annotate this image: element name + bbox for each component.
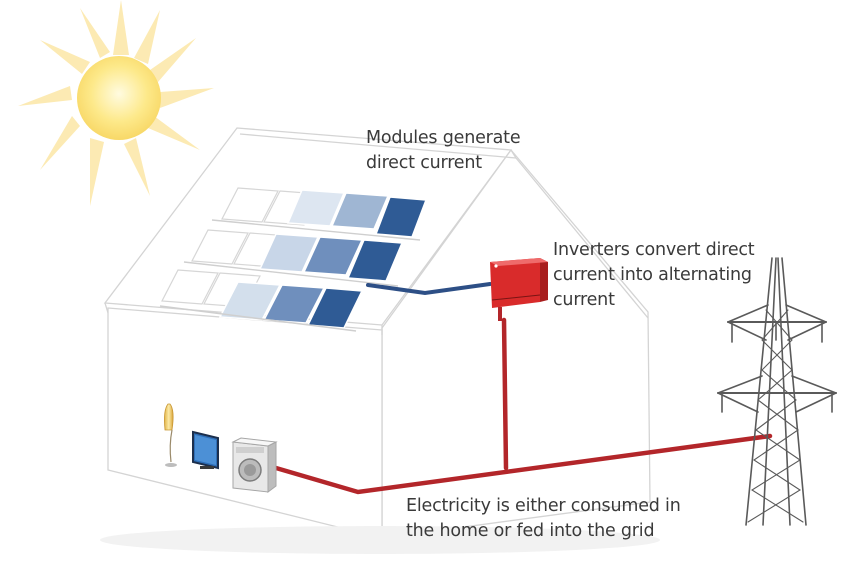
- tv-icon: [192, 430, 219, 470]
- caption-inverter-line-2: current into alternating: [553, 265, 752, 285]
- solar-panel-icon: [159, 187, 428, 332]
- dc-cable: [366, 282, 492, 296]
- caption-modules: Modules generate direct current: [366, 126, 521, 176]
- caption-modules-line-1: Modules generate: [366, 128, 521, 148]
- power-tower-icon: [717, 257, 837, 526]
- caption-inverter-line-3: current: [553, 290, 615, 310]
- washing-machine-icon: [231, 437, 278, 493]
- ac-cable: [273, 317, 773, 495]
- caption-inverter-line-1: Inverters convert direct: [553, 240, 755, 260]
- caption-grid-line-1: Electricity is either consumed in: [406, 496, 681, 516]
- caption-modules-line-2: direct current: [366, 153, 482, 173]
- caption-inverter: Inverters convert direct current into al…: [553, 238, 755, 313]
- inverter-icon: [490, 258, 548, 321]
- sun-icon: [18, 0, 214, 206]
- floor-lamp-icon: [164, 403, 177, 467]
- caption-grid: Electricity is either consumed in the ho…: [406, 494, 681, 544]
- caption-grid-line-2: the home or fed into the grid: [406, 521, 655, 541]
